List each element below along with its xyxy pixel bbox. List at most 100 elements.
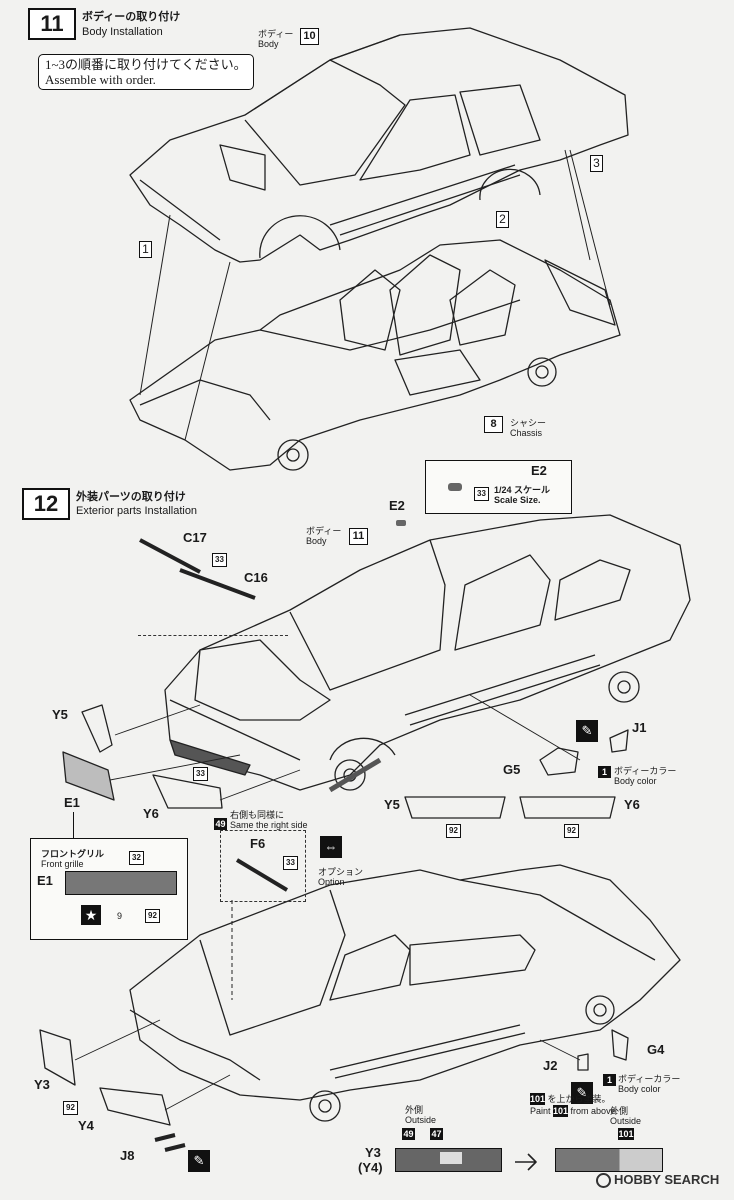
- scale-inset: E2 33 1/24 スケール Scale Size.: [425, 460, 572, 514]
- part-c17: [139, 538, 201, 574]
- e2-label: E2: [389, 498, 405, 513]
- grille-paint-9: 9: [117, 911, 123, 921]
- part-y3: [39, 1029, 76, 1086]
- lens-after-drawing: [555, 1148, 663, 1172]
- lens-before-window: [440, 1152, 462, 1164]
- step-11-title-jp: ボディーの取り付け: [82, 11, 181, 23]
- chassis-step-ref: 8: [484, 416, 503, 433]
- same-side-jp: 右側も同様に: [230, 810, 285, 820]
- spray-paint-icon-3: ✎: [188, 1150, 210, 1172]
- order-3: 3: [590, 155, 603, 172]
- body-label-jp-12: ボディー: [306, 526, 342, 536]
- watermark-logo-icon: [596, 1173, 611, 1189]
- star-icon: ★: [81, 905, 101, 925]
- order-1: 1: [139, 241, 152, 258]
- part-g4: [611, 1029, 629, 1061]
- watermark-text: HOBBY SEARCH: [614, 1172, 720, 1187]
- e1-label: E1: [64, 795, 80, 810]
- paint-above-ref-2: 101: [553, 1105, 569, 1117]
- bodycolor-ref: 1: [598, 766, 611, 778]
- option-arrows-icon: ⇔: [320, 836, 342, 858]
- paint-above-ref: 101: [530, 1093, 546, 1105]
- note-en: Assemble with order.: [45, 72, 156, 87]
- same-side-paint: 49: [214, 818, 227, 830]
- body-label-en: Body: [258, 39, 279, 49]
- paint-above-en-pre: Paint: [530, 1106, 551, 1116]
- step-11-title-en: Body Installation: [82, 26, 163, 38]
- f6-paint: 33: [283, 856, 298, 870]
- spray-paint-icon-2: ✎: [571, 1082, 593, 1104]
- watermark: HOBBY SEARCH: [596, 1172, 720, 1189]
- y3-label: Y3: [34, 1077, 50, 1092]
- bodycolor2-ref: 1: [603, 1074, 616, 1086]
- y4-label: Y4: [78, 1118, 94, 1133]
- lens-y5-paint: 92: [446, 824, 461, 838]
- wiper-guide: [138, 560, 288, 636]
- chassis-label-en: Chassis: [510, 428, 543, 438]
- lens-y6-label: Y6: [624, 797, 640, 812]
- c16-label: C16: [244, 570, 268, 585]
- scale-jp: 1/24 スケール: [494, 485, 551, 495]
- lens-y6-paint: 92: [564, 824, 579, 838]
- part-y6: [152, 774, 223, 809]
- y3-paint: 92: [63, 1101, 78, 1115]
- lower-grille-paint: 33: [193, 767, 208, 781]
- part-j8: [154, 1133, 186, 1152]
- grille-paint-92: 92: [145, 909, 160, 923]
- y5-label: Y5: [52, 707, 68, 722]
- step11-chassis: [129, 239, 621, 471]
- grille-jp: フロントグリル: [41, 849, 105, 859]
- order-2: 2: [496, 211, 509, 228]
- scale-en: Scale Size.: [494, 495, 541, 505]
- bodycolor2-en: Body color: [618, 1084, 661, 1094]
- outside-paint-a: 49: [402, 1128, 415, 1140]
- outside-paint-b: 47: [430, 1128, 443, 1140]
- y3y4-label-a: Y3: [365, 1145, 381, 1160]
- j8-label: J8: [120, 1148, 135, 1163]
- part-c16: [179, 568, 256, 600]
- body-step-ref-12: 11: [349, 528, 368, 545]
- same-side-en: Same the right side: [230, 820, 308, 830]
- j1-label: J1: [632, 720, 647, 735]
- part-f6: [235, 858, 289, 892]
- outside2-ref: 101: [618, 1128, 634, 1140]
- c17-label: C17: [183, 530, 207, 545]
- paint-above-jp: を上から塗装。: [547, 1094, 611, 1104]
- body-label-en-12: Body: [306, 536, 327, 546]
- part-g5: [539, 747, 579, 776]
- part-j1: [609, 729, 629, 753]
- paint-above-en-post: from above.: [570, 1106, 619, 1116]
- paint-above-line: 101 を上から塗装。: [530, 1092, 611, 1105]
- scale-paint-ref: 33: [474, 487, 489, 501]
- g5-label: G5: [503, 762, 521, 777]
- step11-body-shell: [129, 27, 629, 263]
- paint-above-en-line: Paint 101 from above.: [530, 1105, 618, 1117]
- e2-piece: [396, 520, 406, 526]
- step12-front-car: [164, 514, 691, 791]
- bodycolor2-jp: ボディーカラー: [618, 1074, 681, 1084]
- body-step-ref: 10: [300, 28, 319, 45]
- step-12-title-jp: 外装パーツの取り付け: [76, 491, 186, 503]
- c17-paint: 33: [212, 553, 227, 567]
- j2-label: J2: [543, 1058, 558, 1073]
- step-12-number: 12: [22, 488, 70, 520]
- lens-y6: [519, 796, 616, 819]
- body-label-jp: ボディー: [258, 29, 294, 39]
- grille-stripe: [328, 757, 382, 793]
- bodycolor-jp: ボディーカラー: [614, 766, 677, 776]
- part-e1: [62, 751, 115, 801]
- outside2-en: Outside: [610, 1116, 642, 1126]
- scale-part-id: E2: [531, 463, 547, 478]
- step12-rear-car: [129, 864, 681, 1122]
- g4-label: G4: [647, 1042, 665, 1057]
- spray-paint-icon: ✎: [576, 720, 598, 742]
- grille-e1-label: E1: [37, 873, 53, 888]
- step-12-title-en: Exterior parts Installation: [76, 505, 198, 517]
- lens-y5: [404, 796, 506, 819]
- part-j2: [577, 1053, 589, 1071]
- front-grille-inset: フロントグリル Front grille 32 E1 ★ 9 92: [30, 838, 188, 940]
- note-jp: 1~3の順番に取り付けてください。: [45, 57, 247, 72]
- step-11-number: 11: [28, 8, 76, 40]
- grille-inset-leader: [73, 812, 74, 838]
